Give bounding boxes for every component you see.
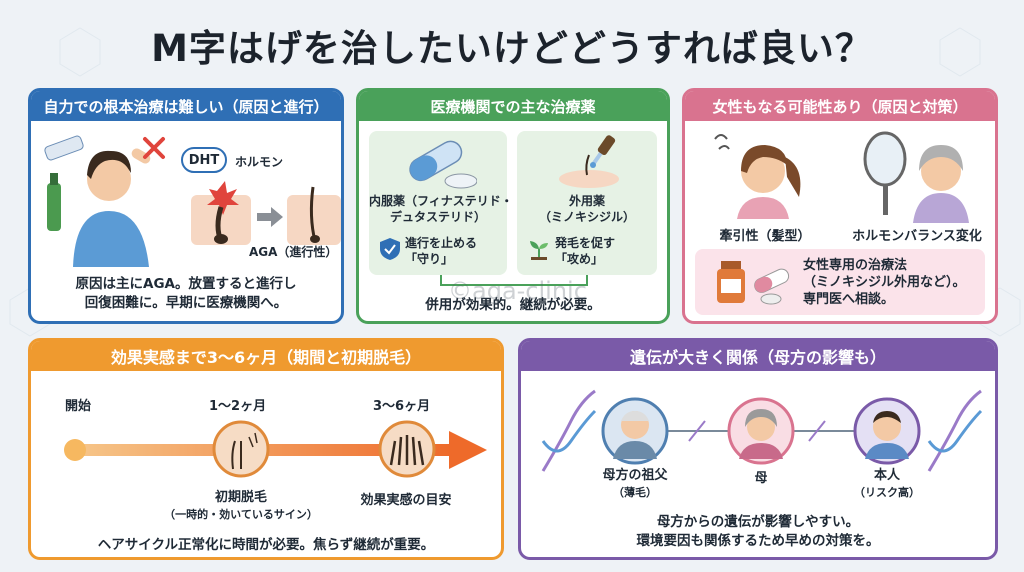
- oral-medicine-label: 内服薬（フィナステリド・ デュタステリド）: [369, 193, 513, 225]
- person-grandfather-sub: （薄毛）: [613, 486, 657, 499]
- genetics-footer-line2: 環境要因も関係するため早めの対策を。: [636, 533, 880, 549]
- oral-effect-line2: 「守り」: [405, 252, 454, 266]
- genetics-footer-line1: 母方からの遺伝が影響しやすい。: [656, 514, 860, 530]
- card-timeline-footer: ヘアサイクル正常化に時間が必要。焦らず継続が重要。: [97, 537, 435, 553]
- dropper-icon: [559, 135, 619, 188]
- women-cause-right: ホルモンバランス変化: [852, 229, 982, 244]
- person-grandfather-name: 母方の祖父: [602, 468, 668, 483]
- cross-icon: [143, 137, 165, 159]
- card-cause-line1: 原因は主にAGA。放置すると進行し: [75, 276, 297, 292]
- card-medicine: 医療機関での主な治療薬 内服薬（フィナステリド・ デュタステリド） 進行を止める…: [356, 88, 670, 324]
- card-timeline: 効果実感まで3〜6ヶ月（期間と初期脱毛） 開始 1〜2ヶ月 3〜6ヶ月 初期脱毛…: [28, 338, 504, 560]
- card-medicine-header: 医療機関での主な治療薬: [359, 91, 667, 121]
- sprout-icon: [530, 241, 548, 260]
- hair-growth-icon: [378, 420, 436, 478]
- woman-ponytail-illustration: [714, 134, 801, 219]
- oral-effect: 進行を止める 「守り」: [405, 235, 477, 267]
- person-self-name: 本人: [873, 468, 900, 483]
- timeline-start-label: 開始: [65, 399, 92, 414]
- topical-medicine-label: 外用薬 （ミノキシジル）: [517, 193, 657, 225]
- follicle-shedding-icon: [212, 420, 270, 478]
- watermark: ©aga-clinic: [448, 277, 587, 305]
- page-title: M字はげを治したいけどどうすれば良い？: [151, 27, 873, 70]
- card-cause-line2: 回復困難に。早期に医療機関へ。: [84, 295, 288, 311]
- shield-icon: [380, 238, 400, 260]
- timeline-period2-label: 3〜6ヶ月: [373, 399, 431, 414]
- milestone1-label: 初期脱毛: [214, 490, 267, 505]
- topical-effect: 発毛を促す 「攻め」: [555, 235, 615, 267]
- milestone1: 初期脱毛 （一時的・効いているサイン）: [161, 489, 321, 523]
- aga-label: AGA（進行性）: [249, 245, 338, 259]
- dht-label: DHT: [188, 152, 220, 168]
- oral-line2: デュタステリド）: [389, 210, 486, 224]
- card-medicine-footer: 併用が効果的。継続が必要。: [425, 297, 601, 313]
- man-illustration: [44, 135, 151, 267]
- topical-medicine-box: [517, 131, 657, 275]
- person-mother-name: 母: [754, 471, 768, 486]
- medicine-bottle-icon: [717, 261, 790, 305]
- card-timeline-header: 効果実感まで3〜6ヶ月（期間と初期脱毛）: [31, 341, 501, 371]
- timeline-period1-label: 1〜2ヶ月: [209, 399, 267, 414]
- oral-line1: 内服薬（フィナステリド・: [369, 194, 513, 208]
- oral-effect-line1: 進行を止める: [405, 236, 478, 250]
- card-women: 女性もなる可能性あり（原因と対策） 牽引性（髪型） ホルモンバランス変化 女性専…: [682, 88, 998, 324]
- milestone2: 効果実感の目安: [360, 493, 452, 508]
- combo-bracket: [440, 275, 588, 286]
- card-genetics-header: 遺伝が大きく関係（母方の影響も）: [521, 341, 995, 371]
- person-self-sub: （リスク高）: [854, 486, 920, 499]
- card-genetics: 遺伝が大きく関係（母方の影響も） 母方の祖父 （薄毛: [518, 338, 998, 560]
- card-cause: 自力での根本治療は難しい（原因と進行） DHT ホルモン AGA（進行性） 原因…: [28, 88, 344, 324]
- person-grandfather: 母方の祖父 （薄毛）: [575, 467, 695, 501]
- women-treatment-line1: 女性専用の治療法: [803, 258, 908, 273]
- card-cause-header: 自力での根本治療は難しい（原因と進行）: [31, 91, 341, 121]
- card-genetics-footer: 母方からの遺伝が影響しやすい。 環境要因も関係するため早めの対策を。: [521, 513, 995, 551]
- follicle-damage-illustration: [191, 181, 341, 245]
- women-treatment-line3: 専門医へ相談。: [803, 292, 895, 307]
- milestone1-sub: （一時的・効いているサイン）: [164, 508, 318, 521]
- mirror-elder-woman-illustration: [863, 131, 969, 223]
- hormone-label: ホルモン: [235, 155, 284, 169]
- women-cause-left: 牽引性（髪型）: [719, 229, 811, 244]
- topical-effect-line2: 「攻め」: [555, 252, 604, 266]
- topical-line2: （ミノキシジル）: [538, 210, 635, 224]
- women-treatment-text: 女性専用の治療法 （ミノキシジル外用など）。 専門医へ相談。: [803, 257, 966, 308]
- card-women-header: 女性もなる可能性あり（原因と対策）: [685, 91, 995, 121]
- women-treatment-line2: （ミノキシジル外用など）。: [803, 275, 966, 290]
- topical-line1: 外用薬: [568, 194, 605, 208]
- card-cause-text: 原因は主にAGA。放置すると進行し 回復困難に。早期に医療機関へ。: [31, 275, 341, 313]
- topical-effect-line1: 発毛を促す: [555, 236, 616, 250]
- pill-icon: [409, 140, 477, 189]
- dht-badge: DHT: [181, 147, 227, 173]
- person-mother: 母: [701, 467, 821, 486]
- family-tree-diagram: [541, 389, 983, 472]
- person-self: 本人 （リスク高）: [827, 467, 947, 501]
